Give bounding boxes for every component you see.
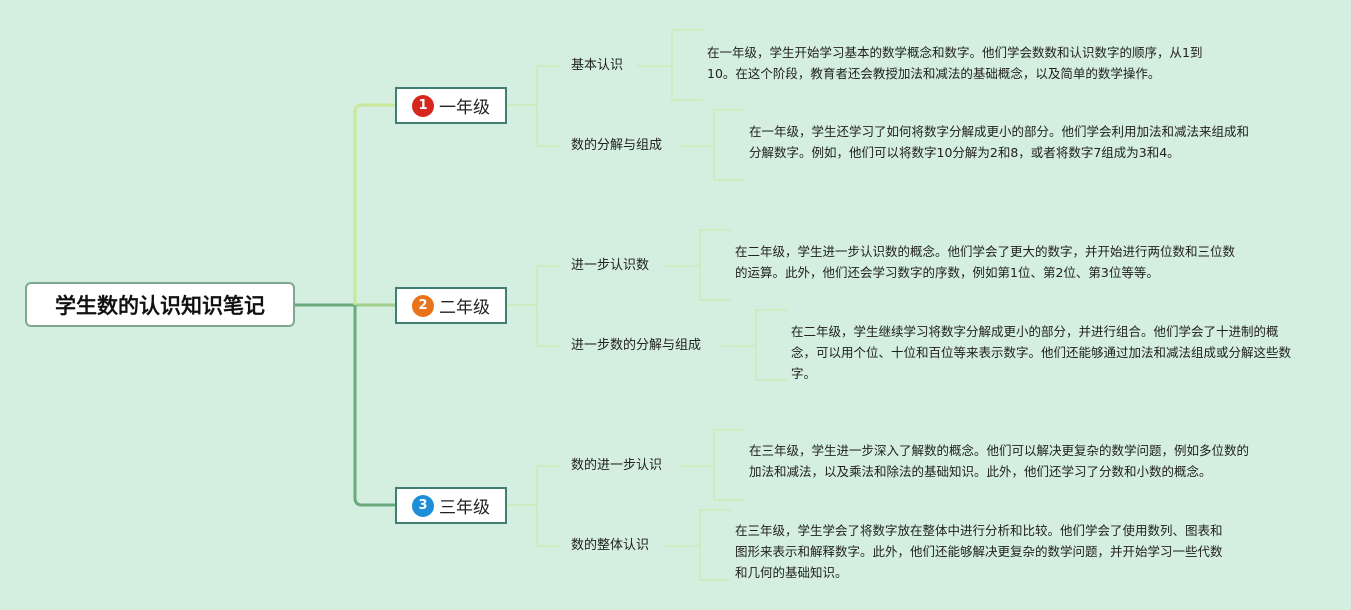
topic-connector [536,265,560,305]
grade-label: 三年级 [439,498,490,518]
topic-connector [536,305,560,347]
topic-node-further-decompose[interactable]: 进一步数的分解与组成 [571,338,702,353]
note-deeper: 在三年级，学生进一步深入了解数的概念。他们可以解决更复杂的数学问题，例如多位数的… [749,443,1250,479]
topic-connector [536,105,560,147]
connector-grade-3 [353,305,395,507]
note-bracket [699,229,731,301]
topic-node-deeper[interactable]: 数的进一步认识 [571,458,663,473]
grade-node-2[interactable]: 2 二年级 [395,287,507,324]
grade-label: 二年级 [439,298,490,318]
topic-node-basic[interactable]: 基本认识 [571,58,624,73]
note-further-decompose: 在二年级，学生继续学习将数字分解成更小的部分，并进行组合。他们学会了十进制的概念… [791,324,1292,381]
note-bracket [671,29,703,101]
topic-node-decompose[interactable]: 数的分解与组成 [571,138,663,153]
grade-node-1[interactable]: 1 一年级 [395,87,507,124]
note-bracket [699,509,731,581]
topic-connector [536,65,560,105]
note-whole: 在三年级，学生学会了将数字放在整体中进行分析和比较。他们学会了使用数列、图表和图… [735,523,1223,580]
grade-node-3[interactable]: 3 三年级 [395,487,507,524]
topic-node-whole[interactable]: 数的整体认识 [571,538,650,553]
note-basic: 在一年级，学生开始学习基本的数学概念和数字。他们学会数数和认识数字的顺序，从1到… [707,45,1203,81]
note-decompose: 在一年级，学生还学习了如何将数字分解成更小的部分。他们学会利用加法和减法来组成和… [749,124,1250,160]
connector-grade-1 [353,103,395,305]
note-bracket [755,309,787,381]
number-badge-icon: 2 [412,294,434,317]
grade-label: 一年级 [439,98,490,118]
topic-connector [536,505,560,547]
number-badge-icon: 3 [412,494,434,517]
root-node[interactable]: 学生数的认识知识笔记 [25,282,295,327]
note-bracket [713,429,745,501]
root-title: 学生数的认识知识笔记 [55,293,265,318]
note-bracket [713,109,745,181]
number-badge-icon: 1 [412,94,434,117]
note-further-number: 在二年级，学生进一步认识数的概念。他们学会了更大的数字，并开始进行两位数和三位数… [735,244,1236,280]
topic-node-further-number[interactable]: 进一步认识数 [571,258,650,273]
topic-connector [536,465,560,505]
